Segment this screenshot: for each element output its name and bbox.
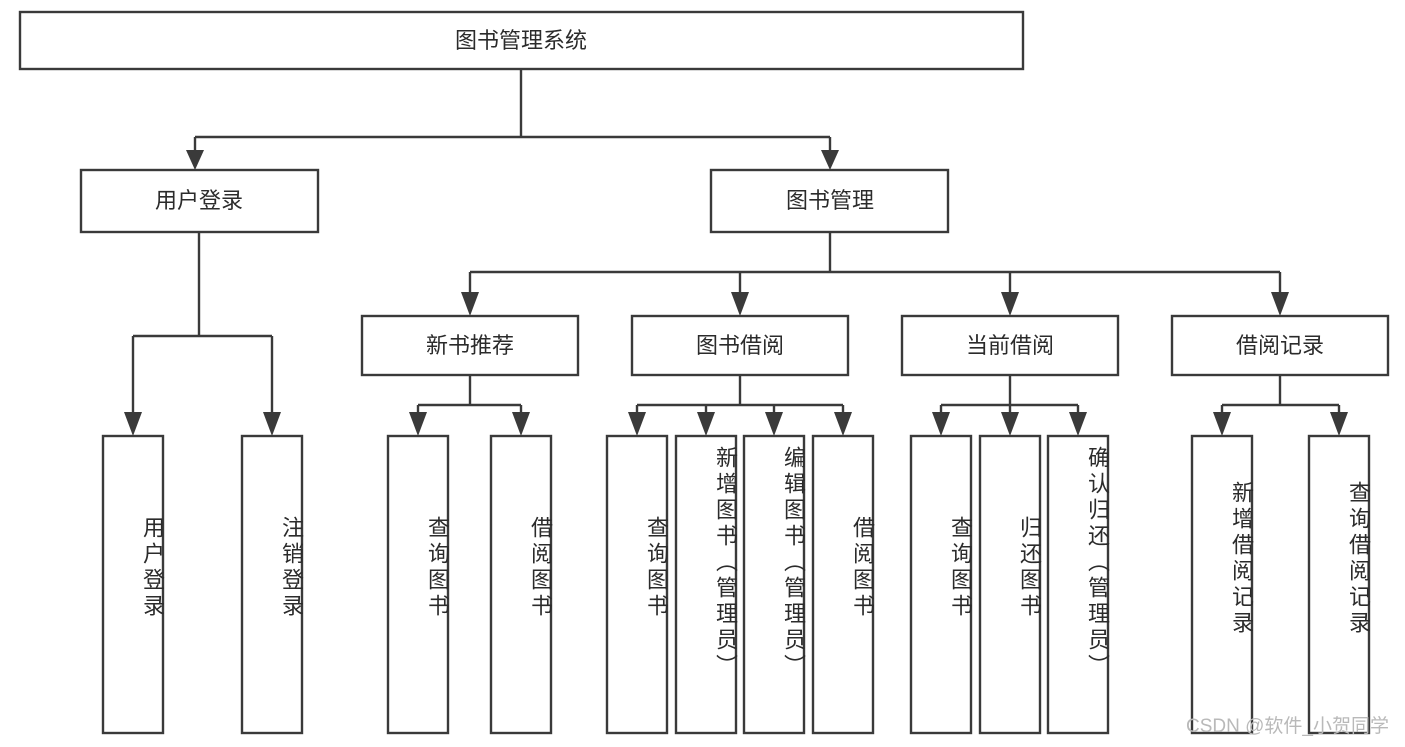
arrow-head-leaf-bb-3 [765, 412, 783, 436]
arrow-head-borrow-record [1271, 292, 1289, 316]
connectors-user-login-to-leaves [124, 232, 281, 436]
node-borrow-record-label: 借阅记录 [1236, 333, 1324, 358]
node-book-borrow[interactable]: 图书借阅 [630, 314, 850, 377]
leaf-box-bb-query-book[interactable] [605, 434, 669, 735]
leaf-box-bb-add-book[interactable] [674, 434, 738, 735]
node-book-management-label: 图书管理 [786, 188, 874, 213]
leaf-box-cb-confirm-return[interactable] [1046, 434, 1110, 735]
leaf-box-logout[interactable] [240, 434, 304, 735]
node-current-borrow-label: 当前借阅 [966, 333, 1054, 358]
node-book-borrow-box[interactable] [630, 314, 850, 377]
node-user-login[interactable]: 用户登录 [79, 168, 320, 234]
connectors-borrow-record-to-leaves [1213, 375, 1348, 436]
node-book-management[interactable]: 图书管理 [709, 168, 950, 234]
arrow-head-leaf-user-login [124, 412, 142, 436]
arrow-head-leaf-bb-2 [697, 412, 715, 436]
arrow-head-leaf-cb-3 [1069, 412, 1087, 436]
node-book-management-box[interactable] [709, 168, 950, 234]
node-root-box[interactable] [18, 10, 1025, 71]
connectors-new-book-to-leaves [409, 375, 530, 436]
node-borrow-record-box[interactable] [1170, 314, 1390, 377]
arrow-head-leaf-nb-1 [409, 412, 427, 436]
node-root[interactable]: 图书管理系统 [18, 10, 1025, 71]
arrow-head-current-borrow [1001, 292, 1019, 316]
leaf-box-nb-query-book[interactable] [386, 434, 450, 735]
leaf-box-bb-borrow-book[interactable] [811, 434, 875, 735]
leaf-box-br-add-record[interactable] [1190, 434, 1254, 735]
arrow-head-leaf-bb-1 [628, 412, 646, 436]
node-current-borrow-box[interactable] [900, 314, 1120, 377]
node-new-book-recommend-box[interactable] [360, 314, 580, 377]
leaf-box-user-login[interactable] [101, 434, 165, 735]
arrow-head-leaf-br-1 [1213, 412, 1231, 436]
arrow-head-new-book [461, 292, 479, 316]
node-new-book-recommend[interactable]: 新书推荐 [360, 314, 580, 377]
arrow-head-leaf-logout [263, 412, 281, 436]
leaf-box-cb-query-book[interactable] [909, 434, 973, 735]
connectors-book-mgmt-to-level3 [461, 232, 1289, 316]
node-user-login-box[interactable] [79, 168, 320, 234]
arrow-head-leaf-cb-1 [932, 412, 950, 436]
arrow-head-leaf-cb-2 [1001, 412, 1019, 436]
connectors-root-to-level2 [186, 69, 839, 170]
csdn-watermark: CSDN @软件_小贺同学 [1186, 716, 1389, 737]
connectors-book-borrow-to-leaves [628, 375, 852, 436]
arrow-head-leaf-br-2 [1330, 412, 1348, 436]
node-user-login-label: 用户登录 [155, 188, 243, 213]
leaf-box-br-query-record[interactable] [1307, 434, 1371, 735]
leaf-box-nb-borrow-book[interactable] [489, 434, 553, 735]
node-book-borrow-label: 图书借阅 [696, 333, 784, 358]
arrow-head-user-login [186, 150, 204, 170]
arrow-head-leaf-bb-4 [834, 412, 852, 436]
leaf-box-bb-edit-book[interactable] [742, 434, 806, 735]
node-root-label: 图书管理系统 [455, 28, 587, 53]
arrow-head-leaf-nb-2 [512, 412, 530, 436]
node-current-borrow[interactable]: 当前借阅 [900, 314, 1120, 377]
node-borrow-record[interactable]: 借阅记录 [1170, 314, 1390, 377]
arrow-head-book-mgmt [821, 150, 839, 170]
leaf-box-cb-return-book[interactable] [978, 434, 1042, 735]
node-new-book-recommend-label: 新书推荐 [426, 333, 514, 358]
leaf-boxes [101, 434, 1371, 735]
connectors-current-borrow-to-leaves [932, 375, 1087, 436]
arrow-head-book-borrow [731, 292, 749, 316]
